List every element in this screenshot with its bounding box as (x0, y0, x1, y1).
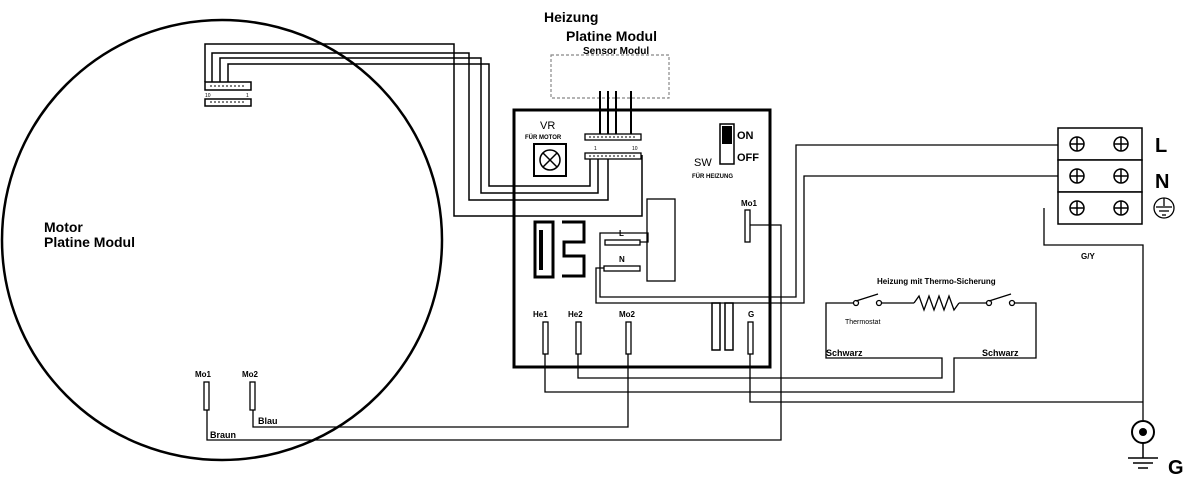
thermostat-label: Thermostat (845, 319, 880, 326)
board-he1-terminal (542, 321, 549, 355)
braun-label: Braun (210, 430, 236, 440)
board-mo2-label: Mo2 (619, 310, 636, 319)
vr-potentiometer-icon (533, 143, 567, 177)
sensor-modul-label: Sensor Modul (583, 46, 649, 57)
vr-label: VR (540, 120, 555, 132)
board-mo1-terminal (744, 209, 751, 243)
ground-symbol-icon (1128, 420, 1158, 469)
ground-g-label: G (1168, 457, 1184, 479)
board-n-label: N (619, 255, 625, 264)
blau-wire (252, 354, 629, 428)
terminal-l-label: L (1155, 135, 1167, 157)
main-board (512, 108, 772, 369)
l-wire (599, 144, 1058, 298)
connector-label-10: 10 (205, 93, 211, 99)
connector-label-1: 1 (246, 93, 249, 99)
heizung-title: Heizung (544, 9, 598, 25)
gy-wire (1043, 208, 1144, 420)
n-wire (595, 175, 1058, 304)
connector-label-1b: 1 (594, 146, 597, 152)
board-he2-terminal (575, 321, 582, 355)
fur-motor-label: FÜR MOTOR (525, 134, 562, 141)
board-g-terminal (747, 321, 754, 355)
sw-switch-icon (719, 123, 735, 165)
sensor-module (550, 54, 670, 99)
relay-block (646, 198, 676, 282)
connector-label-10b: 10 (632, 146, 638, 152)
motor-platine-circle (0, 18, 444, 462)
ribbon-cable (204, 43, 643, 217)
on-label: ON (737, 130, 754, 142)
he2-wire (577, 347, 943, 379)
motor-connector (204, 81, 252, 107)
transformer-icon (533, 220, 586, 279)
motor-mo1-label: Mo1 (195, 370, 212, 379)
terminal-block (1057, 127, 1143, 225)
heater-circuit (825, 293, 1037, 347)
platine-modul-title: Platine Modul (566, 28, 657, 44)
motor-mo1-terminal (203, 381, 210, 411)
sw-label: SW (694, 157, 712, 169)
blau-label: Blau (258, 416, 278, 426)
fuse-left (711, 302, 721, 351)
board-mo1-label: Mo1 (741, 199, 758, 208)
schwarz-right-label: Schwarz (982, 348, 1019, 358)
board-mo2-terminal (625, 321, 632, 355)
schwarz-left-label: Schwarz (826, 348, 863, 358)
earth-ground-icon (1153, 197, 1175, 219)
sensor-wires (599, 91, 632, 134)
off-label: OFF (737, 152, 759, 164)
board-n-connector (603, 265, 641, 272)
board-l-connector (604, 239, 641, 246)
motor-mo2-label: Mo2 (242, 370, 259, 379)
board-he1-label: He1 (533, 310, 548, 319)
he1-wire (544, 347, 1037, 393)
board-connector (584, 133, 642, 160)
braun-wire (206, 224, 782, 441)
heizung-thermo-label: Heizung mit Thermo-Sicherung (877, 277, 996, 286)
fuse-right (724, 302, 734, 351)
fur-heizung-label: FÜR HEIZUNG (692, 173, 733, 180)
motor-mo2-terminal (249, 381, 256, 411)
motor-platine-label: Platine Modul (44, 234, 135, 250)
board-he2-label: He2 (568, 310, 583, 319)
gy-label: G/Y (1081, 252, 1095, 261)
terminal-n-label: N (1155, 171, 1169, 193)
motor-label: Motor (44, 219, 83, 235)
board-g-label: G (748, 310, 754, 319)
terminal-screw-icon (1069, 136, 1129, 216)
board-g-wire (749, 354, 1143, 403)
